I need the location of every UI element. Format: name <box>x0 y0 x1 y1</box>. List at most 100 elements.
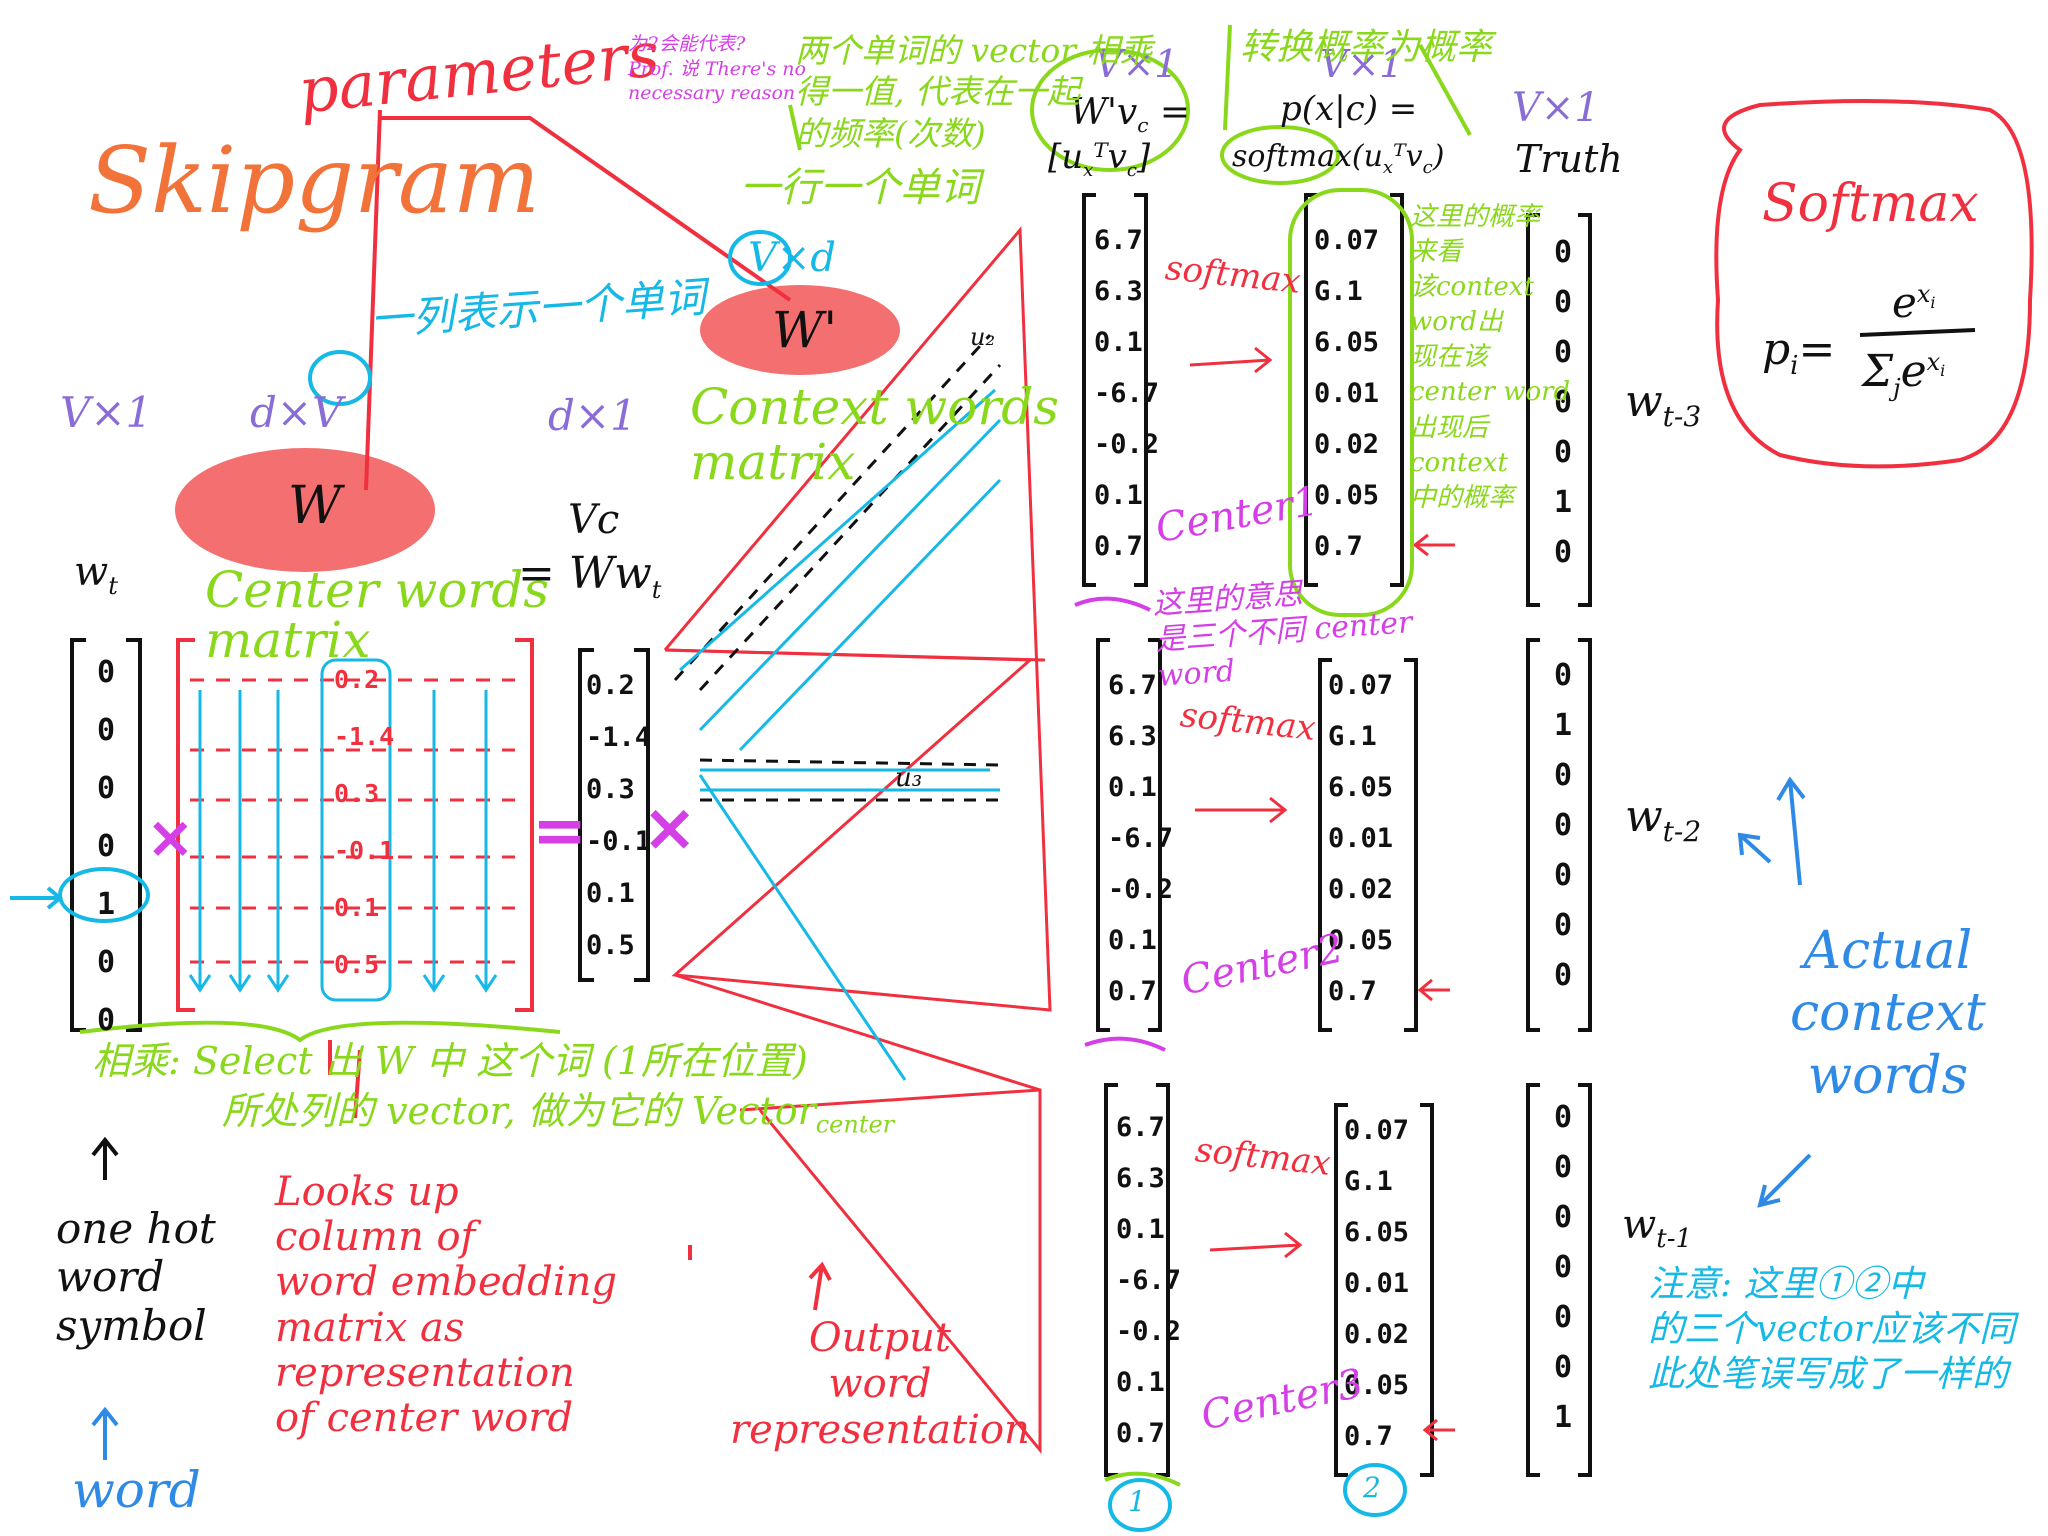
one-hot-label: one hot word symbol <box>56 1204 216 1350</box>
wt-text: w <box>74 549 109 595</box>
wt-sub: t <box>108 572 118 600</box>
truth-header-dim: V×1 <box>1512 85 1600 131</box>
one-hot-value: 0 <box>96 771 116 806</box>
probability-value: 0.02 <box>1328 874 1394 905</box>
softmax-sigma: Σ <box>1862 346 1894 397</box>
uv-value: 0.7 <box>1094 531 1143 562</box>
multiply-symbol-2: × <box>642 789 698 866</box>
vc-value: 0.3 <box>586 774 635 805</box>
one-hot-value: 0 <box>96 713 116 748</box>
truth-value: 0 <box>1553 1300 1573 1335</box>
probability-value: 0.7 <box>1314 531 1363 562</box>
uv-value: 0.1 <box>1108 772 1157 803</box>
uv-value: 6.7 <box>1108 670 1157 701</box>
dx1-label: d×1 <box>548 391 637 440</box>
wprime-vc-sub: c <box>1137 113 1149 138</box>
truth-value: 0 <box>1553 435 1573 470</box>
one-hot-value: 0 <box>96 655 116 690</box>
actual-context-words-label: Actual context words <box>1790 921 1986 1106</box>
w-column-value: 0.1 <box>334 893 380 922</box>
truth-value: 0 <box>1553 858 1573 893</box>
output-word-representation-label: Output word representation <box>730 1315 1030 1453</box>
probability-value: 0.02 <box>1344 1319 1410 1350</box>
select-note-sub: center <box>815 1110 895 1139</box>
one-hot-value: 0 <box>96 945 116 980</box>
multiply-symbol-1: × <box>146 803 195 871</box>
u2-label: u₂ <box>970 323 996 351</box>
vc-equation: = Wwt <box>518 552 661 602</box>
truth-value: 1 <box>1553 708 1573 743</box>
w-column-value: 0.2 <box>334 665 380 694</box>
w-t3-text: w <box>1625 376 1663 427</box>
vc-value: 0.5 <box>586 930 635 961</box>
select-note-line1: 相乘: Select 出 W 中 这个词 (1所在位置) <box>92 1039 808 1083</box>
vc-label: Vc <box>568 497 620 543</box>
truth-value: 0 <box>1553 1200 1573 1235</box>
wprime-matrix-label: W' <box>772 301 838 359</box>
circle-1-label: 1 <box>1128 1485 1146 1518</box>
ux-sub: x <box>1083 159 1094 181</box>
one-word-note: 一行一个单词 <box>740 165 980 211</box>
softmax-fn-name: softmax <box>1232 139 1352 174</box>
wprime-highlight-blob <box>700 285 900 375</box>
truth-label: Truth <box>1515 137 1623 181</box>
softmax-eq: = <box>1798 324 1836 375</box>
uv-value: 6.3 <box>1094 276 1143 307</box>
softmax-pi: p <box>1762 324 1791 375</box>
uv-value: -6.7 <box>1108 823 1174 854</box>
probability-value: 0.07 <box>1344 1115 1410 1146</box>
w-t3-label: wt-3 <box>1625 380 1701 431</box>
probability-value: 0.7 <box>1344 1421 1393 1452</box>
wprime-vc-label: W'vc = <box>1070 92 1190 138</box>
dxv-label: d×V <box>250 388 343 437</box>
uv-value: 0.1 <box>1108 925 1157 956</box>
w-column-value: 0.3 <box>334 779 380 808</box>
w-t2-label: wt-2 <box>1625 795 1701 846</box>
uv-value: -0.2 <box>1094 429 1160 460</box>
w-column-value: -1.4 <box>334 722 395 751</box>
uv-value: 0.1 <box>1094 480 1143 511</box>
truth-value: 0 <box>1553 1100 1573 1135</box>
softmax-sigma-sub: j <box>1893 373 1901 402</box>
softmax-fn-arg: (u <box>1351 139 1383 174</box>
uv-value: 6.3 <box>1108 721 1157 752</box>
select-note-line2-text: 所处列的 vector, 做为它的 Vector <box>222 1089 816 1133</box>
softmax-num-e: e <box>1892 278 1917 327</box>
w-t2-text: w <box>1625 791 1663 842</box>
ux-vc-sub: c <box>1126 159 1137 181</box>
truth-value: 0 <box>1553 285 1573 320</box>
vc-value: 0.2 <box>586 670 635 701</box>
probability-value: 0.01 <box>1344 1268 1410 1299</box>
uv-value: 0.7 <box>1116 1418 1165 1449</box>
probability-value: 0.7 <box>1328 976 1377 1007</box>
uv-value: -6.7 <box>1094 378 1160 409</box>
wprime-vc-text: W'v <box>1070 92 1138 133</box>
uv-value: 0.1 <box>1116 1214 1165 1245</box>
vc-value: -1.4 <box>586 722 652 753</box>
softmax-fn-rest: v <box>1405 139 1423 174</box>
w-t2-sub: t-2 <box>1662 814 1702 848</box>
w-t1-sub: t-1 <box>1656 1224 1693 1254</box>
probability-value: 6.05 <box>1328 772 1394 803</box>
softmax-header-note: 转换概率为概率 <box>1240 27 1493 68</box>
uv-value: 6.7 <box>1116 1112 1165 1143</box>
softmax-numerator: exi <box>1892 282 1936 324</box>
probability-value: 0.02 <box>1314 429 1380 460</box>
probability-note: 这里的概率 来看 该context word出 现在该 center word … <box>1410 202 1571 513</box>
w-matrix-label: W <box>288 476 342 536</box>
probability-value: 0.05 <box>1328 925 1394 956</box>
one-hot-value: 0 <box>96 1003 116 1038</box>
truth-value: 0 <box>1553 658 1573 693</box>
equals-symbol: = <box>532 792 588 869</box>
ux-vc-close: ] <box>1136 137 1151 177</box>
vc-eq-text: = Ww <box>518 548 652 599</box>
softmax-den-e: e <box>1900 346 1927 397</box>
softmax-fn-sub-x: x <box>1382 157 1394 178</box>
center-words-matrix-label: Center words matrix <box>205 561 549 669</box>
one-hot-value: 0 <box>96 829 116 864</box>
w-t1-label: wt-1 <box>1622 1205 1692 1252</box>
pxc-label: p(x|c) = <box>1280 89 1418 129</box>
w-t1-text: w <box>1622 1202 1657 1248</box>
page-title: Skipgram <box>88 127 541 234</box>
softmax-den-i: i <box>1940 361 1946 381</box>
